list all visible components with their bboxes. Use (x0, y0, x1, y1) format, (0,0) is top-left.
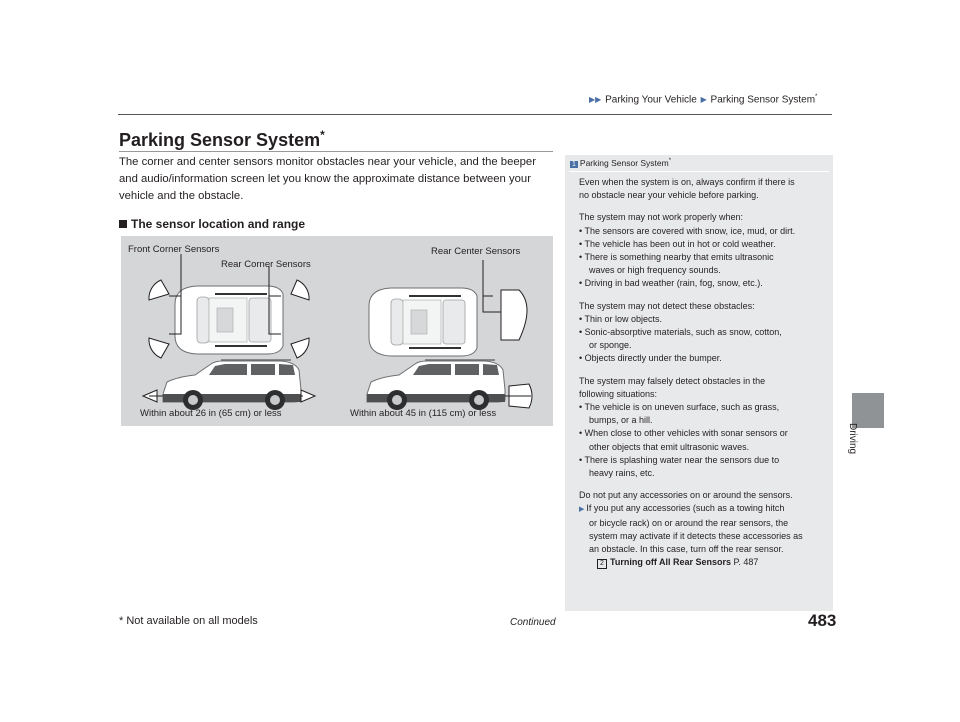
rear-center-label: Rear Center Sensors (431, 246, 521, 257)
intro-line: and audio/information screen let you kno… (119, 173, 531, 185)
note-line: following situations: (579, 388, 829, 401)
reference-icon: 2 (597, 559, 607, 570)
note-line-text: system may activate if it detects these … (589, 530, 803, 541)
side-tab-label: Driving (847, 423, 858, 455)
note-line: an obstacle. In this case, turn off the … (579, 543, 829, 556)
note-title-asterisk: * (668, 158, 672, 165)
subheading-text: The sensor location and range (131, 217, 306, 231)
note-line: • Thin or low objects. (579, 313, 829, 326)
page-title-text: Parking Sensor System (119, 130, 321, 150)
header-rule (118, 114, 832, 115)
note-line: heavy rains, etc. (579, 467, 829, 480)
breadcrumb: ▶▶ Parking Your Vehicle ▶ Parking Sensor… (588, 94, 817, 105)
note-line-text: following situations: (579, 388, 658, 399)
note-line-text: The system may not detect these obstacle… (579, 300, 755, 311)
note-line-text: The system may not work properly when: (579, 212, 744, 223)
note-line-text: bumps, or a hill. (589, 415, 653, 426)
note-line: other objects that emit ultrasonic waves… (579, 441, 829, 454)
note-line-text: or sponge. (589, 340, 632, 351)
note-number-icon: 1 (570, 161, 578, 168)
note-line-text: If you put any accessories (such as a to… (586, 503, 785, 514)
note-line-text: • The sensors are covered with snow, ice… (579, 225, 796, 236)
section-subheading: The sensor location and range (119, 217, 305, 231)
note-line: The system may not detect these obstacle… (579, 300, 829, 313)
note-line: • When close to other vehicles with sona… (579, 427, 829, 440)
note-line: or sponge. (579, 339, 829, 352)
sensor-diagram-art (141, 254, 533, 411)
reference-page: P. 487 (733, 557, 759, 568)
note-gap (579, 202, 829, 211)
note-rule (569, 171, 829, 172)
note-line: • Driving in bad weather (rain, fog, sno… (579, 277, 829, 290)
note-line-text: or bicycle rack) on or around the rear s… (589, 517, 789, 528)
note-line-text: • Sonic-absorptive materials, such as sn… (579, 327, 782, 338)
range-center-label: Within about 45 in (115 cm) or less (350, 408, 497, 419)
note-line-text: Do not put any accessories on or around … (579, 490, 793, 501)
arrow-icon: ▶ (579, 506, 587, 514)
note-line-text: an obstacle. In this case, turn off the … (589, 544, 784, 555)
note-gap (579, 366, 829, 375)
note-gap (579, 480, 829, 489)
note-line: • There is something nearby that emits u… (579, 251, 829, 264)
note-line: no obstacle near your vehicle before par… (579, 189, 829, 202)
front-corner-label: Front Corner Sensors (128, 244, 220, 255)
note-line: • There is splashing water near the sens… (579, 454, 829, 467)
continued-label: Continued (510, 617, 556, 628)
page-title-asterisk: * (320, 128, 325, 142)
rear-corner-label: Rear Corner Sensors (221, 259, 311, 270)
breadcrumb-arrow-icon: ▶ (700, 95, 707, 105)
page-number: 483 (808, 611, 837, 630)
note-line-text: • When close to other vehicles with sona… (579, 428, 788, 439)
breadcrumb-asterisk: * (815, 94, 818, 100)
note-line: • Objects directly under the bumper. (579, 352, 829, 365)
note-line: • Sonic-absorptive materials, such as sn… (579, 326, 829, 339)
note-title-text: Parking Sensor System (579, 158, 669, 168)
reference-label: Turning off All Rear Sensors (610, 557, 732, 568)
note-line-text: • The vehicle has been out in hot or col… (579, 238, 776, 249)
sensor-diagram: Front Corner Sensors Rear Corner Sensors… (121, 236, 553, 426)
note-line: ▶ If you put any accessories (such as a … (579, 502, 829, 516)
note-line-text: other objects that emit ultrasonic waves… (589, 441, 750, 452)
intro-line: vehicle and the obstacle. (119, 190, 244, 202)
note-line-text: • There is something nearby that emits u… (579, 252, 774, 263)
note-line: waves or high frequency sounds. (579, 264, 829, 277)
side-tab (852, 393, 884, 428)
note-line: • The sensors are covered with snow, ice… (579, 225, 829, 238)
note-line: The system may falsely detect obstacles … (579, 375, 829, 388)
note-line: Even when the system is on, always confi… (579, 176, 829, 189)
note-line-text: • The vehicle is on uneven surface, such… (579, 402, 780, 413)
note-line: system may activate if it detects these … (579, 530, 829, 543)
note-line: The system may not work properly when: (579, 211, 829, 224)
intro-line: The corner and center sensors monitor ob… (119, 156, 536, 168)
page-title: Parking Sensor System* (119, 128, 325, 151)
note-line: or bicycle rack) on or around the rear s… (579, 517, 829, 530)
note-line: Do not put any accessories on or around … (579, 489, 829, 502)
note-line-text: • Driving in bad weather (rain, fog, sno… (579, 278, 763, 289)
breadcrumb-arrow-icon: ▶▶ (589, 95, 602, 105)
range-corner-label: Within about 26 in (65 cm) or less (140, 408, 282, 419)
note-line-text: waves or high frequency sounds. (589, 265, 721, 276)
note-line: • The vehicle has been out in hot or col… (579, 238, 829, 251)
note-line-text: Even when the system is on, always confi… (579, 177, 795, 187)
note-line-text: • Objects directly under the bumper. (579, 353, 722, 364)
note-line-text: • There is splashing water near the sens… (579, 454, 780, 465)
note-body: Even when the system is on, always confi… (579, 176, 829, 570)
note-line-text: no obstacle near your vehicle before par… (579, 190, 759, 201)
note-line: bumps, or a hill. (579, 414, 829, 427)
breadcrumb-item-parking[interactable]: Parking Your Vehicle (605, 94, 697, 106)
note-line: • The vehicle is on uneven surface, such… (579, 401, 829, 414)
note-line-text: heavy rains, etc. (589, 468, 655, 479)
title-rule (119, 151, 553, 152)
square-bullet-icon (119, 220, 127, 228)
note-line-text: The system may falsely detect obstacles … (579, 375, 766, 386)
footnote: * Not available on all models (119, 615, 258, 627)
note-line-text: • Thin or low objects. (579, 313, 663, 324)
breadcrumb-item-sensor[interactable]: Parking Sensor System (710, 94, 816, 106)
note-gap (579, 291, 829, 300)
intro-paragraph: The corner and center sensors monitor ob… (119, 154, 555, 205)
